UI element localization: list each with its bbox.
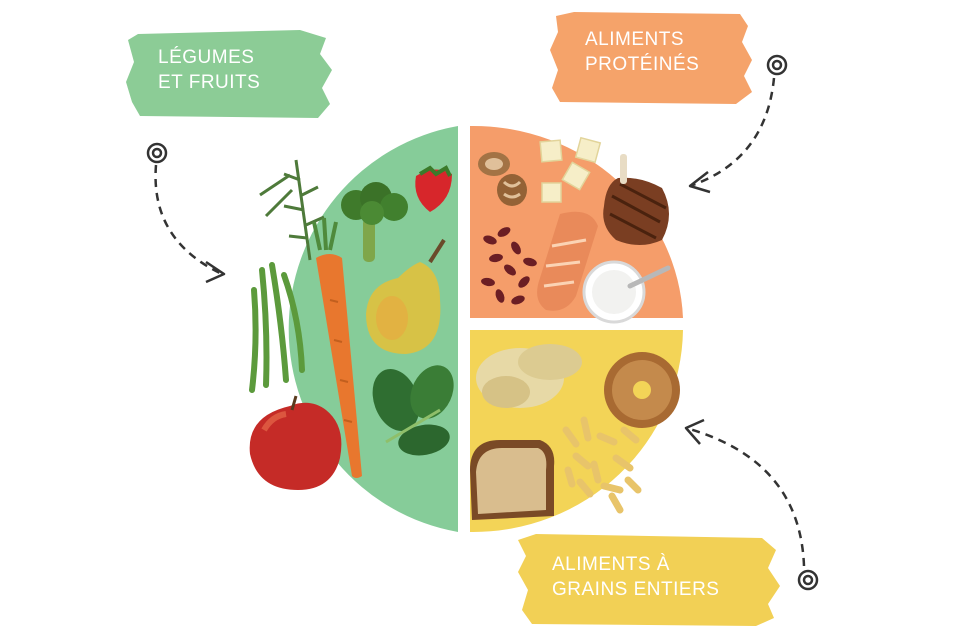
proteins-label-background — [550, 12, 752, 104]
bagel-icon — [604, 352, 680, 428]
rosemary-icon — [259, 159, 325, 261]
spinach-icon — [372, 365, 454, 456]
pasta-icon — [562, 416, 642, 514]
rice-icon — [476, 344, 582, 408]
vegetables-label-line1: LÉGUMES — [158, 47, 255, 68]
apple-icon — [249, 395, 342, 490]
walnuts-icon — [478, 152, 527, 206]
grains-label-line1: ALIMENTS À — [552, 554, 670, 575]
kidney-beans-icon — [481, 227, 537, 305]
grains-pointer-arrow — [684, 418, 819, 591]
green-beans-icon — [249, 262, 305, 393]
vegetables-pointer-arrow — [146, 142, 226, 284]
strawberry-icon — [415, 165, 452, 212]
vegetables-label-background — [126, 30, 332, 118]
vegetables-fruits-label: LÉGUMES ET FRUITS — [158, 45, 260, 95]
grains-label-background — [518, 534, 780, 626]
carrot-icon — [312, 217, 362, 478]
proteins-pointer-arrow — [688, 54, 788, 194]
vegetables-label-line2: ET FRUITS — [158, 72, 261, 93]
steak-icon — [603, 154, 669, 245]
whole-grain-foods-label: ALIMENTS À GRAINS ENTIERS — [552, 552, 719, 602]
pear-icon — [366, 238, 446, 354]
yogurt-icon — [582, 260, 671, 324]
broccoli-icon — [341, 182, 408, 262]
proteins-label-line2: PROTÉINÉS — [585, 54, 700, 75]
cheese-cubes-icon — [539, 136, 602, 203]
protein-foods-label: ALIMENTS PROTÉINÉS — [585, 27, 699, 77]
salmon-icon — [537, 211, 598, 311]
proteins-label-line1: ALIMENTS — [585, 29, 685, 50]
grains-label-line2: GRAINS ENTIERS — [552, 579, 720, 600]
bread-icon — [470, 440, 555, 520]
